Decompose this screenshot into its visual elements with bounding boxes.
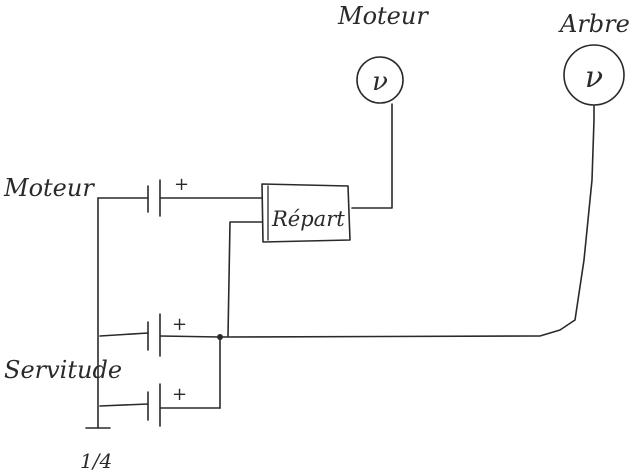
arbre-gauge-wire <box>219 105 595 338</box>
repartiteur-to-junction-wire <box>227 221 263 337</box>
repartiteur-box: Répart <box>261 183 351 243</box>
servitude-battery-1-plus: + <box>172 314 187 335</box>
servitude-battery-1-wire-left <box>99 332 149 337</box>
moteur-gauge-wire <box>351 103 393 209</box>
servitude-label: Servitude <box>4 356 122 384</box>
moteur-gauge-label: Moteur <box>337 2 429 30</box>
moteur-gauge-symbol: ν <box>372 67 388 97</box>
moteur-battery-label: Moteur <box>3 174 95 202</box>
arbre-gauge-label: Arbre <box>558 10 630 38</box>
moteur-battery-plus: + <box>174 174 189 195</box>
repartiteur-label: Répart <box>271 207 345 231</box>
servitude-battery-2-wire-left <box>99 403 149 407</box>
ground-symbol: 1/4 <box>80 427 112 470</box>
moteur-battery: + <box>97 174 263 217</box>
moteur-gauge: ν <box>356 56 404 104</box>
servitude-battery-1: + <box>99 313 221 357</box>
servitude-battery-1-wire-right <box>159 335 221 338</box>
servitude-battery-2: + <box>99 383 221 427</box>
servitude-battery-2-plus: + <box>172 384 187 405</box>
arbre-gauge-symbol: ν <box>585 60 603 95</box>
arbre-gauge: ν <box>563 44 625 106</box>
ground-label: 1/4 <box>80 449 112 470</box>
